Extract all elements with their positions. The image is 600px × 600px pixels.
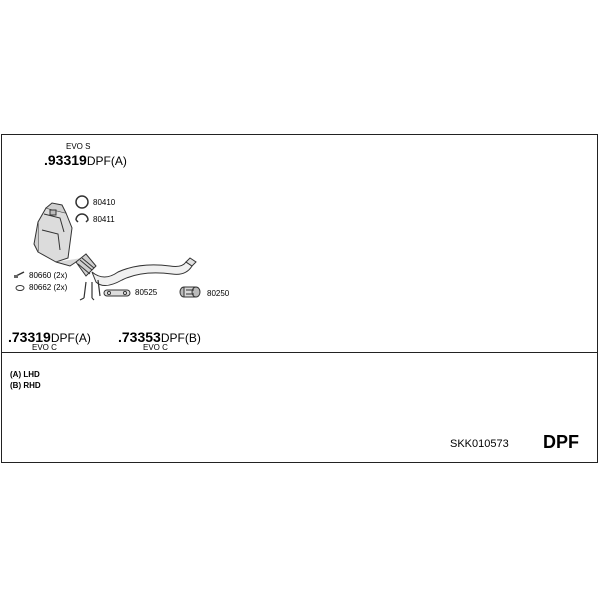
ring-gasket-icon <box>75 195 89 209</box>
hanger-icon <box>179 286 201 298</box>
top-variant-label: EVO S <box>66 142 91 151</box>
part-80660-label: 80660 (2x) <box>29 271 68 280</box>
part-80410-label: 80410 <box>93 198 116 207</box>
top-assembly-suffix: DPF(A) <box>86 154 127 168</box>
dpf-canister <box>33 202 83 267</box>
section-divider <box>1 352 598 353</box>
part-80525-label: 80525 <box>135 288 158 297</box>
top-assembly-number: .93319 <box>44 152 87 168</box>
alt-assembly-b-suffix: DPF(B) <box>160 331 201 345</box>
note-rhd: (B) RHD <box>10 381 41 390</box>
diagram-frame <box>1 134 598 463</box>
alt-assembly-b-variant: EVO C <box>143 343 168 352</box>
alt-assembly-a-suffix: DPF(A) <box>50 331 91 345</box>
main-pipe <box>91 257 197 286</box>
alt-assembly-b-label: .73353DPF(B) <box>118 330 201 344</box>
flex-pipe <box>75 253 97 277</box>
kit-code: SKK010573 <box>450 438 509 450</box>
alt-assembly-b-number: .73353 <box>118 329 161 345</box>
clamp-icon <box>75 213 89 223</box>
note-lhd: (A) LHD <box>10 370 40 379</box>
part-80411-label: 80411 <box>93 215 115 224</box>
alt-assembly-a-variant: EVO C <box>32 343 57 352</box>
part-80662-label: 80662 (2x) <box>29 283 68 292</box>
alt-assembly-a-label: .73319DPF(A) <box>8 330 91 344</box>
washer-icon <box>15 285 25 291</box>
part-80250-label: 80250 <box>207 289 230 298</box>
alt-assembly-a-number: .73319 <box>8 329 51 345</box>
rubber-strap-icon <box>103 289 131 297</box>
top-assembly-label: .93319DPF(A) <box>44 153 127 167</box>
bolt-icon <box>14 271 25 278</box>
kit-type: DPF <box>543 432 579 452</box>
bracket <box>79 279 101 301</box>
